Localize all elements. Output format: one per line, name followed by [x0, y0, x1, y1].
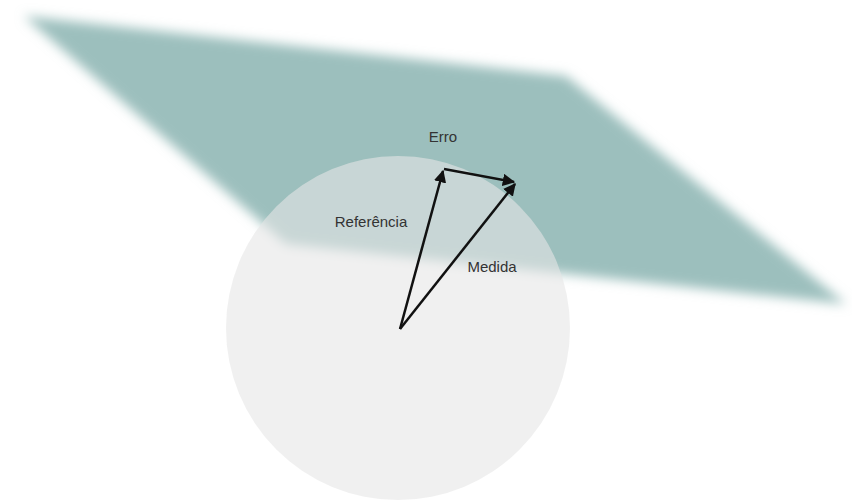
error-label: Erro	[429, 129, 457, 144]
measured-vector	[400, 184, 515, 329]
error-vector	[444, 169, 514, 182]
sphere	[226, 156, 570, 500]
reference-label: Referência	[335, 214, 408, 229]
measured-label: Medida	[467, 259, 516, 274]
reference-vector	[400, 171, 443, 329]
